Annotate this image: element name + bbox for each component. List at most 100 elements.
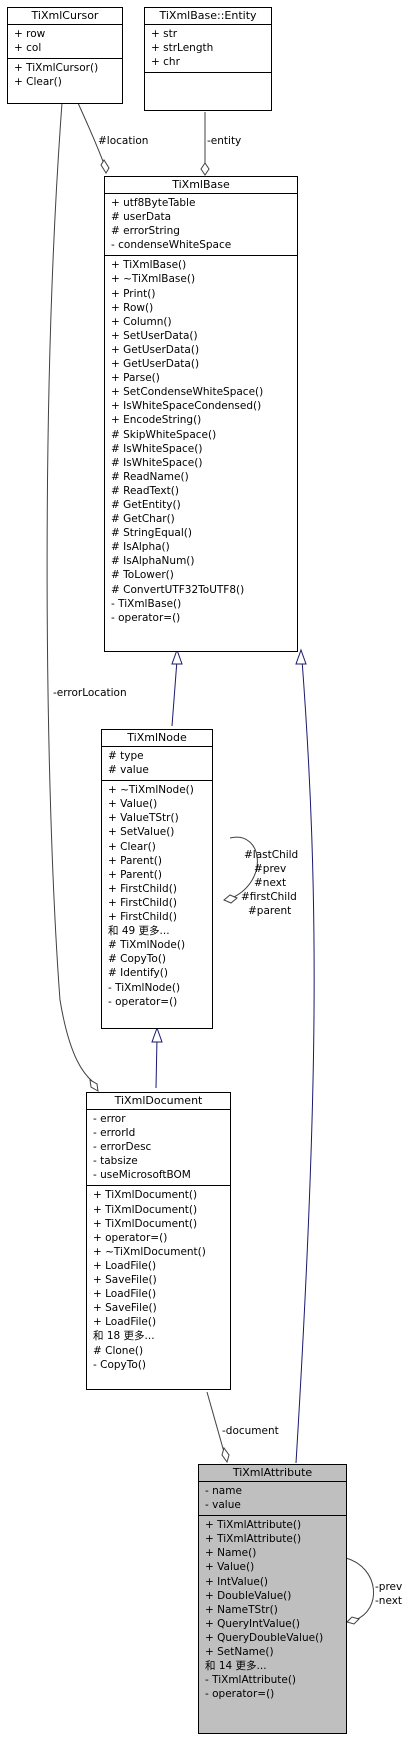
attribute-row: - errorDesc: [93, 1141, 152, 1154]
method-row: # Identify(): [108, 967, 168, 980]
attribute-row: - useMicrosoftBOM: [93, 1169, 191, 1182]
method-row: + QueryDoubleValue(): [205, 1631, 324, 1644]
attribute-row: # errorString: [111, 225, 180, 238]
attribute-row: # value: [108, 764, 149, 777]
method-row: # GetChar(): [111, 513, 175, 526]
label-attr-prev: -prev: [375, 1581, 403, 1593]
method-row: + Row(): [111, 301, 154, 314]
edge-error-location: [46, 102, 94, 1083]
method-row: - operator=(): [108, 995, 178, 1008]
method-row: # IsAlpha(): [111, 541, 170, 554]
method-row: + TiXmlBase(): [111, 259, 187, 272]
attributes-section: + str+ strLength+ chr: [145, 25, 271, 74]
method-row: + ~TiXmlBase(): [111, 273, 196, 286]
label-error-location: -errorLocation: [53, 687, 127, 699]
edge-node-base: [171, 659, 178, 727]
method-row: + NameTStr(): [205, 1603, 278, 1616]
class-title: TiXmlAttribute: [199, 1465, 346, 1482]
attribute-row: + row: [14, 28, 46, 40]
class-document[interactable]: TiXmlDocument - error - errorId- errorDesc…: [86, 1092, 231, 1390]
edge-document-diamond: [221, 1446, 230, 1464]
method-row: # ReadName(): [111, 470, 189, 483]
method-row: + ValueTStr(): [108, 812, 179, 825]
edge-location: [77, 102, 105, 165]
method-row: + IntValue(): [205, 1575, 269, 1588]
method-row: - operator=(): [205, 1688, 275, 1701]
edge-node-self-diamond: [223, 894, 238, 904]
method-row: + ~TiXmlDocument(): [93, 1245, 206, 1258]
label-document: -document: [222, 1425, 279, 1437]
method-row: # IsWhiteSpace(): [111, 456, 203, 469]
method-row: + QueryIntValue(): [205, 1617, 300, 1630]
edge-node-self: [229, 836, 258, 899]
edge-entity-diamond: [200, 162, 210, 176]
method-row: # TiXmlNode(): [108, 939, 186, 952]
methods-section: + TiXmlAttribute()+ TiXmlAttribute()+ Na…: [199, 1516, 346, 1705]
attribute-row: - tabsize: [93, 1155, 138, 1168]
methods-section: + TiXmlBase()+ ~TiXmlBase()+ Print()+ Ro…: [105, 256, 297, 627]
method-row: + EncodeString(): [111, 414, 202, 427]
attribute-row: - condenseWhiteSpace: [111, 239, 232, 252]
methods-section: + TiXmlDocument()+ TiXmlDocument()+ TiXm…: [87, 1186, 230, 1374]
method-row: + TiXmlAttribute(): [205, 1533, 302, 1546]
method-row: + LoadFile(): [93, 1316, 157, 1329]
attribute-row: - errorId: [93, 1127, 136, 1140]
label-entity: -entity: [207, 135, 242, 147]
method-row: 和 18 更多...: [93, 1330, 155, 1343]
method-row: # StringEqual(): [111, 527, 192, 540]
edge-node-base-arrow: [171, 648, 183, 665]
class-title: TiXmlDocument: [87, 1093, 230, 1110]
method-row: # SkipWhiteSpace(): [111, 428, 217, 441]
method-row: + Parse(): [111, 372, 160, 385]
attributes-section: + row+ col: [8, 25, 122, 60]
class-title: TiXmlBase::Entity: [145, 8, 271, 25]
edge-error-location-diamond: [89, 1079, 99, 1092]
method-row: + FirstChild(): [108, 882, 177, 895]
method-row: + GetUserData(): [111, 358, 200, 371]
class-attribute[interactable]: TiXmlAttribute - name - value + TiXmlAttrib…: [198, 1464, 347, 1734]
method-row: + LoadFile(): [93, 1288, 157, 1301]
attribute-row: - name: [205, 1485, 242, 1497]
method-row: + DoubleValue(): [205, 1589, 292, 1602]
edge-attr-self: [345, 1557, 375, 1621]
label-next: #next: [254, 877, 287, 889]
attribute-row: + chr: [151, 56, 180, 69]
method-row: + IsWhiteSpaceCondensed(): [111, 400, 262, 413]
method-row: - CopyTo(): [93, 1358, 147, 1371]
method-row: + Value(): [205, 1561, 255, 1574]
methods-section: + ~TiXmlNode()+ Value()+ ValueTStr()+ Se…: [102, 781, 212, 1012]
method-row: # GetEntity(): [111, 498, 181, 511]
method-row: 和 14 更多...: [205, 1660, 267, 1673]
method-row: # IsAlphaNum(): [111, 555, 195, 568]
attributes-section: # type # value: [102, 747, 212, 782]
method-row: + TiXmlDocument(): [93, 1217, 198, 1230]
attribute-row: # type: [108, 750, 144, 762]
attribute-row: + str: [151, 28, 178, 40]
class-title: TiXmlNode: [102, 730, 212, 747]
class-cursor[interactable]: TiXmlCursor+ row+ col+ TiXmlCursor()+ Cl…: [7, 7, 123, 104]
attribute-row: - error: [93, 1113, 126, 1125]
method-row: + Parent(): [108, 854, 162, 867]
edge-attr-self-diamond: [346, 1616, 360, 1625]
class-node[interactable]: TiXmlNode # type # value + ~TiXmlNode()+ Va…: [101, 729, 213, 1029]
method-row: + Clear(): [14, 76, 62, 89]
method-row: + SaveFile(): [93, 1302, 157, 1315]
method-row: # ToLower(): [111, 569, 174, 582]
method-row: + SaveFile(): [93, 1274, 157, 1287]
class-title: TiXmlCursor: [8, 8, 122, 25]
attribute-row: # userData: [111, 211, 172, 224]
attribute-row: + utf8ByteTable: [111, 197, 196, 209]
method-row: + Clear(): [108, 840, 156, 853]
method-row: + Name(): [205, 1547, 257, 1560]
method-row: + Print(): [111, 287, 156, 300]
label-first-child: #firstChild: [241, 891, 297, 903]
class-entity[interactable]: TiXmlBase::Entity+ str+ strLength+ chr: [144, 7, 272, 111]
edge-attr-base-arrow: [295, 648, 307, 665]
method-row: + FirstChild(): [108, 911, 177, 924]
class-base[interactable]: TiXmlBase+ utf8ByteTable# userData# erro…: [104, 176, 298, 652]
method-row: + GetUserData(): [111, 343, 200, 356]
method-row: # ReadText(): [111, 484, 179, 497]
attribute-row: - value: [205, 1499, 241, 1512]
method-row: + operator=(): [93, 1231, 168, 1244]
